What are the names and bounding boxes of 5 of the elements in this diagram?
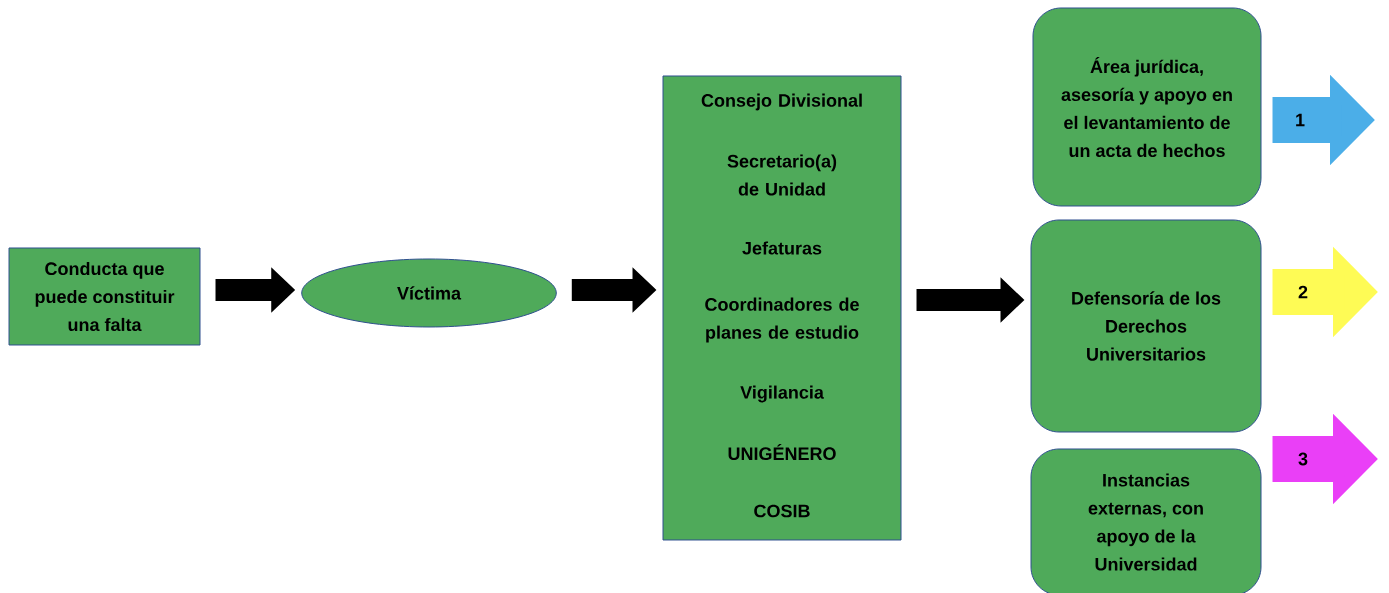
rounded-box: Área jurídica, asesoría y apoyo en el levantamiento de un acta de hechos	[1032, 7, 1262, 207]
list-box: Consejo Divisional Secretario(a) de Unidad Jefaturas Coordinadores de planes de estudio Vigilancia UNIGÉNERO COSIB	[662, 75, 902, 541]
rounded-box: Defensoría de los Derechos Universitarios	[1030, 219, 1262, 433]
rounded-box: Instancias externas, con apoyo de la Universidad	[1030, 448, 1262, 593]
process-box: Conducta que puede constituir una falta	[8, 247, 201, 346]
